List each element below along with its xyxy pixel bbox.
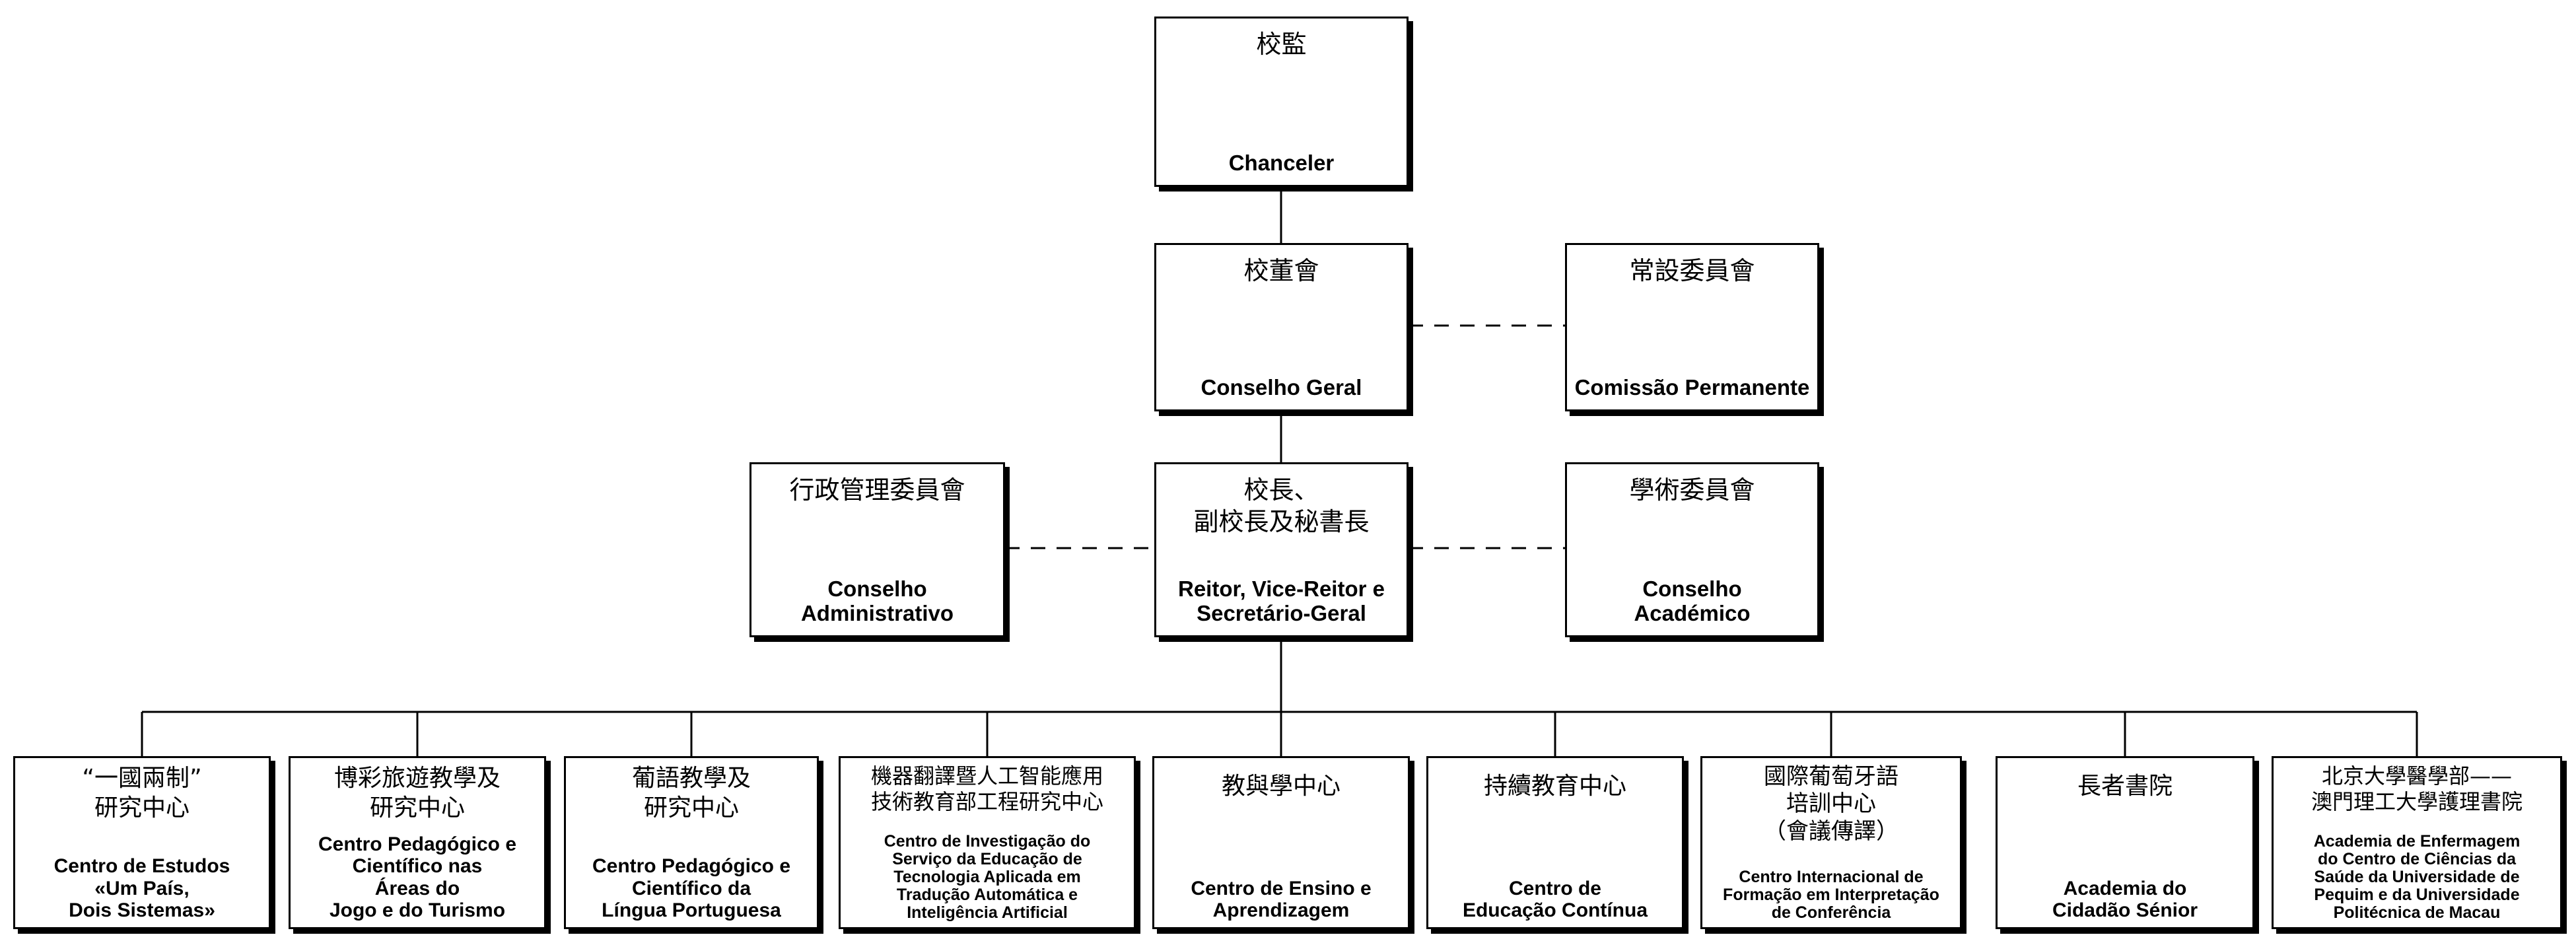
box-comissao-permanente-pt: Comissão Permanente <box>1574 375 1810 400</box>
box-conselho-administrativo-zh: 行政管理委員會 <box>789 475 965 505</box>
box-reitor: 校長、 副校長及秘書長 Reitor, Vice-Reitor e Secret… <box>1154 462 1409 637</box>
unit-3-zh: 葡語教學及 研究中心 <box>631 765 751 821</box>
unit-4-zh: 機器翻譯暨人工智能應用 技術教育部工程研究中心 <box>870 763 1103 815</box>
box-reitor-zh: 校長、 副校長及秘書長 <box>1193 475 1370 536</box>
unit-6-zh: 持續教育中心 <box>1483 773 1626 800</box>
unit-3-pt: Centro Pedagógico e Científico da Língua… <box>592 855 791 922</box>
unit-8-zh: 長者書院 <box>2077 773 2173 800</box>
box-conselho-academico: 學術委員會 Conselho Académico <box>1565 462 1819 637</box>
unit-9-pt: Academia de Enfermagem do Centro de Ciên… <box>2313 832 2521 922</box>
box-comissao-permanente: 常設委員會 Comissão Permanente <box>1565 243 1819 411</box>
unit-5-pt: Centro de Ensino e Aprendizagem <box>1191 877 1372 922</box>
box-comissao-permanente-zh: 常設委員會 <box>1629 256 1755 285</box>
unit-7-pt: Centro Internacional de Formação em Inte… <box>1723 868 1939 922</box>
box-conselho-academico-pt: Conselho Académico <box>1634 576 1751 626</box>
unit-6-pt: Centro de Educação Contínua <box>1462 877 1648 922</box>
box-unit-lingua-portuguesa: 葡語教學及 研究中心 Centro Pedagógico e Científic… <box>564 756 819 929</box>
box-unit-enfermagem: 北京大學醫學部—— 澳門理工大學護理書院 Academia de Enferma… <box>2272 756 2562 929</box>
box-unit-educacao-continua: 持續教育中心 Centro de Educação Contínua <box>1426 756 1684 929</box>
unit-5-zh: 教與學中心 <box>1221 773 1340 800</box>
box-conselho-geral: 校董會 Conselho Geral <box>1154 243 1409 411</box>
unit-4-pt: Centro de Investigação do Serviço da Edu… <box>884 832 1091 922</box>
box-conselho-academico-zh: 學術委員會 <box>1629 475 1755 505</box>
box-conselho-geral-zh: 校董會 <box>1243 256 1319 285</box>
unit-7-zh: 國際葡萄牙語 培訓中心 （會議傳譯） <box>1764 763 1898 845</box>
box-unit-interpretacao: 國際葡萄牙語 培訓中心 （會議傳譯） Centro Internacional … <box>1700 756 1962 929</box>
unit-2-pt: Centro Pedagógico e Científico nas Áreas… <box>318 833 517 922</box>
unit-1-pt: Centro de Estudos «Um País, Dois Sistema… <box>53 855 230 922</box>
unit-8-pt: Academia do Cidadão Sénior <box>2052 877 2198 922</box>
unit-2-zh: 博彩旅遊教學及 研究中心 <box>333 765 501 821</box>
unit-9-zh: 北京大學醫學部—— 澳門理工大學護理書院 <box>2311 763 2523 815</box>
unit-1-zh: “一國兩制” 研究中心 <box>82 765 202 821</box>
box-chanceler-zh: 校監 <box>1256 30 1307 59</box>
box-unit-cidadao-senior: 長者書院 Academia do Cidadão Sénior <box>1996 756 2254 929</box>
box-unit-ensino-aprendizagem: 教與學中心 Centro de Ensino e Aprendizagem <box>1152 756 1410 929</box>
box-reitor-pt: Reitor, Vice-Reitor e Secretário-Geral <box>1177 576 1385 626</box>
box-chanceler-pt: Chanceler <box>1228 151 1335 176</box>
box-unit-estudos-um-pais: “一國兩制” 研究中心 Centro de Estudos «Um País, … <box>13 756 271 929</box>
box-unit-traducao-automatica: 機器翻譯暨人工智能應用 技術教育部工程研究中心 Centro de Invest… <box>839 756 1136 929</box>
box-conselho-geral-pt: Conselho Geral <box>1201 375 1362 400</box>
box-unit-jogo-turismo: 博彩旅遊教學及 研究中心 Centro Pedagógico e Científ… <box>289 756 546 929</box>
box-conselho-administrativo-pt: Conselho Administrativo <box>800 576 954 626</box>
box-conselho-administrativo: 行政管理委員會 Conselho Administrativo <box>749 462 1005 637</box>
box-chanceler: 校監 Chanceler <box>1154 17 1409 187</box>
